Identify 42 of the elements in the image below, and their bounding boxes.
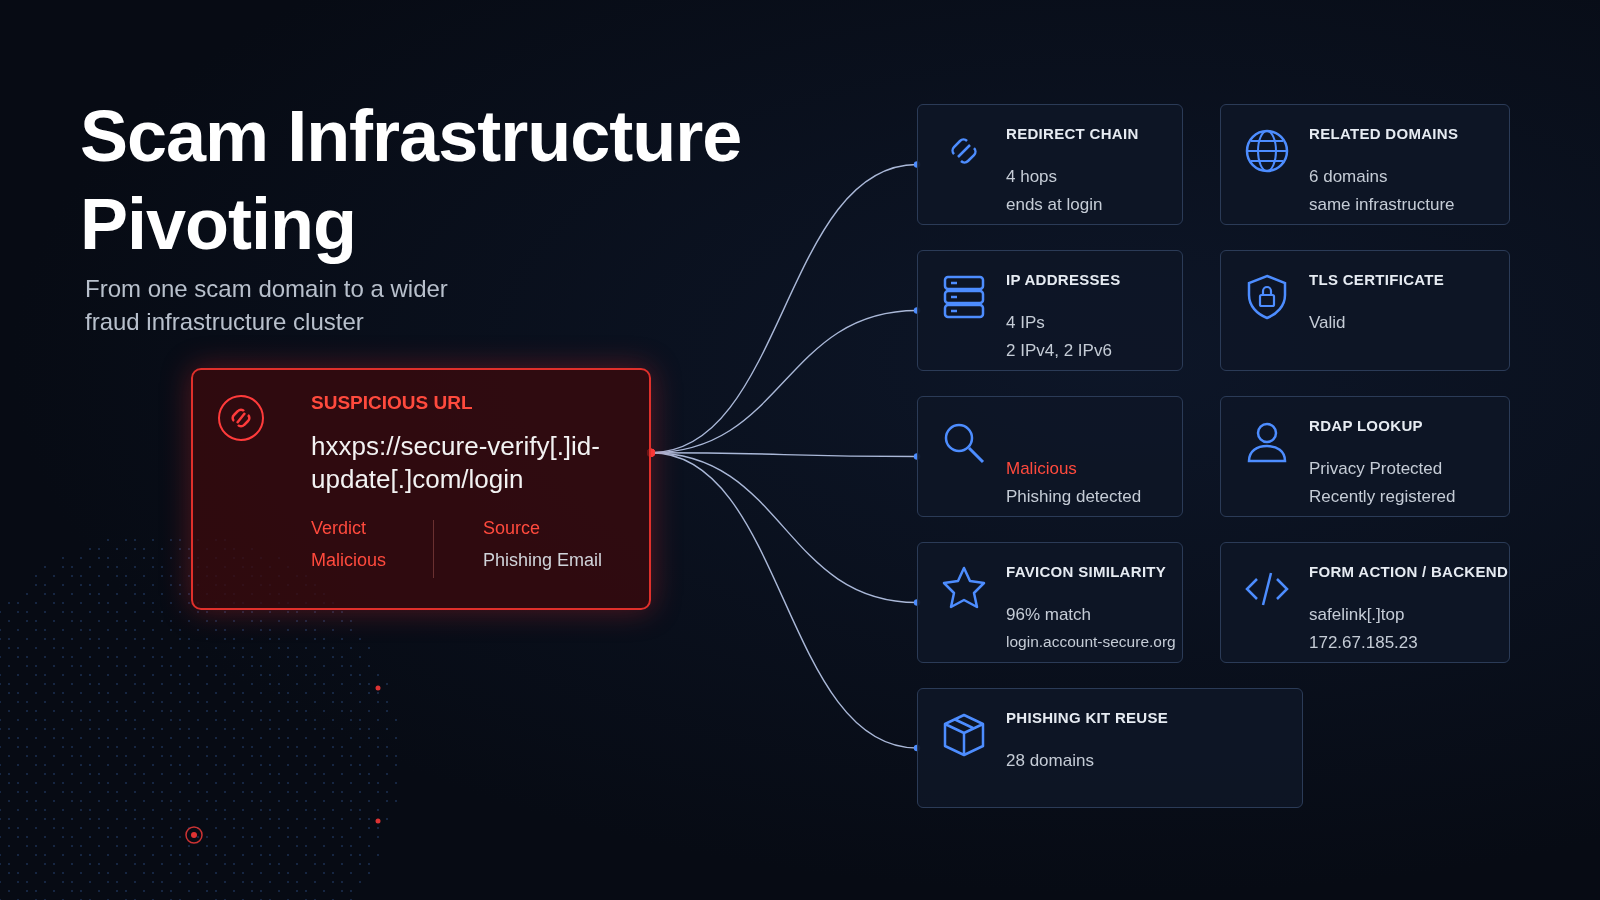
info-card — [917, 396, 1183, 517]
card-heading: IP ADDRESSES — [1006, 271, 1121, 288]
card-heading: RELATED DOMAINS — [1309, 125, 1459, 142]
info-card — [917, 688, 1303, 808]
source-value: Phishing Email — [483, 550, 603, 571]
detail-text: 28 domains — [1006, 751, 1094, 771]
detail-text: ends at login — [1006, 195, 1103, 215]
info-card — [917, 542, 1183, 663]
info-card — [1220, 542, 1510, 663]
field-label: Verdict — [311, 518, 367, 539]
detail-text: Valid — [1309, 313, 1346, 333]
card-heading: TLS CERTIFICATE — [1309, 271, 1445, 288]
detail-text: Privacy Protected — [1309, 459, 1443, 479]
card-heading: RDAP LOOKUP — [1309, 417, 1423, 434]
detail-text: 96% match — [1006, 605, 1092, 625]
detail-text: 4 hops — [1006, 167, 1058, 187]
detail-text: Recently registered — [1309, 487, 1456, 507]
card-heading: FAVICON SIMILARITY — [1006, 563, 1167, 580]
info-card — [917, 250, 1183, 371]
detail-text: 172.67.185.23 — [1309, 633, 1418, 653]
info-card — [1220, 104, 1510, 225]
card-heading: FORM ACTION / BACKEND — [1309, 563, 1509, 580]
alert-card — [191, 368, 651, 610]
detail-text: same infrastructure — [1309, 195, 1455, 215]
card-heading: REDIRECT CHAIN — [1006, 125, 1139, 142]
detail-text: Phishing detected — [1006, 487, 1142, 507]
detail-text: 2 IPv4, 2 IPv6 — [1006, 341, 1112, 361]
subtitle: From one scam domain to a wider fraud infrastructure cluster — [85, 274, 449, 337]
card-heading: PHISHING KIT REUSE — [1006, 709, 1169, 726]
info-card — [917, 104, 1183, 225]
url-text: hxxps://secure-verify[.]id-update[.]com/login — [311, 430, 601, 496]
detail-text: 4 IPs — [1006, 313, 1045, 333]
info-card — [1220, 396, 1510, 517]
field-label: Source — [483, 518, 541, 539]
detail-text: 6 domains — [1309, 167, 1388, 187]
info-card — [1220, 250, 1510, 371]
alert-heading: SUSPICIOUS URL — [311, 392, 473, 414]
verdict-text: Malicious — [1006, 459, 1077, 479]
detail-text: login.account-secure.org — [1006, 633, 1176, 651]
detail-text: safelink[.]top — [1309, 605, 1405, 625]
title: Scam Infrastructure Pivoting — [80, 95, 743, 266]
verdict-value: Malicious — [311, 550, 387, 571]
